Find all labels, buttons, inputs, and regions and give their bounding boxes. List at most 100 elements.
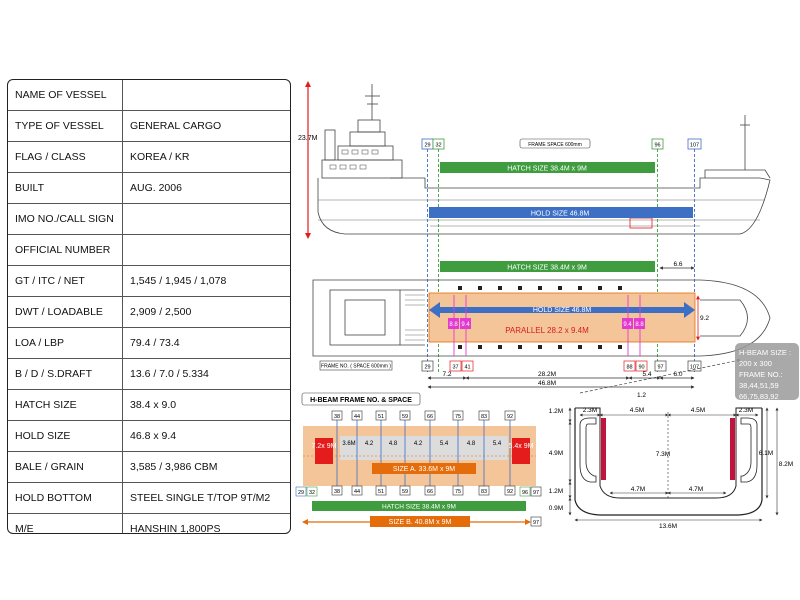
spec-label: GT / ITC / NET xyxy=(8,265,123,297)
spec-label: M/E xyxy=(8,513,123,533)
hbeam-frame-66-bottom: 66 xyxy=(427,489,433,495)
hbeam-frame-97-right: 97 xyxy=(533,490,539,496)
hbeam-frame-59: 59 xyxy=(402,414,408,420)
profile-frame-markers: 29 32 96 107 xyxy=(421,138,702,150)
hbeam-title-box xyxy=(301,392,421,406)
hbeam-frame-bottom: 38 44 51 59 66 75 83 92 xyxy=(331,485,516,496)
hbeam-hatch-area xyxy=(340,436,508,460)
plan-frame-markers: 29 37 41 88 90 97 107 xyxy=(421,360,702,372)
plan-parallel-label: PARALLEL 28.2 x 9.4M xyxy=(505,326,589,335)
midship-section: 1.2 2.3M 4.5M 4.5M 2.3M xyxy=(549,358,793,530)
plan-side-boxes: 8.8 9.4 9.4 8.8 xyxy=(448,295,645,356)
aft-box xyxy=(315,438,333,464)
plan-hatch-label: HATCH SIZE 38.4M x 9M xyxy=(507,265,587,272)
spec-value: STEEL SINGLE T/TOP 9T/M2 xyxy=(122,482,290,514)
height-3: 1.2M xyxy=(549,488,563,495)
hbeam-frame-top: 38 44 51 59 66 75 83 92 xyxy=(331,410,516,421)
size-b-bar xyxy=(370,516,470,527)
hbeam-title: H-BEAM FRAME NO. & SPACE xyxy=(310,397,412,404)
plan-aft-dim: 6.6 xyxy=(673,261,682,268)
spec-value: 79.4 / 73.4 xyxy=(122,327,290,359)
space-7: 5.4 xyxy=(493,441,502,447)
fwd-box xyxy=(512,438,530,464)
spec-label: OFFICIAL NUMBER xyxy=(8,234,123,266)
profile-frame-107: 107 xyxy=(690,143,699,149)
hbeam-frame-44-bottom: 44 xyxy=(354,489,360,495)
hbeam-frame-32: 32 xyxy=(309,490,315,496)
spec-value xyxy=(122,203,290,235)
spec-row: OFFICIAL NUMBER xyxy=(8,234,290,266)
dim-top-1: 2.3M xyxy=(583,407,597,414)
plan-hold-label: HOLD SIZE 46.8M xyxy=(533,307,592,314)
spec-value: AUG. 2006 xyxy=(122,172,290,204)
callout-leader xyxy=(579,358,741,394)
hbeam-end-frames: 29 32 96 97 xyxy=(295,486,542,497)
spec-label: FLAG / CLASS xyxy=(8,141,123,173)
spec-label: TYPE OF VESSEL xyxy=(8,110,123,142)
profile-frame-29: 29 xyxy=(424,143,430,149)
profile-hatch-bar xyxy=(440,162,655,173)
frame-space-box xyxy=(519,138,591,149)
spec-value: HANSHIN 1,800PS xyxy=(130,523,221,534)
callout-line-3: FRAME NO.: xyxy=(739,370,783,379)
hbeam-frame-38: 38 xyxy=(334,414,340,420)
spec-label: HOLD SIZE xyxy=(8,420,123,452)
dim-fwd: 5.4 xyxy=(642,371,651,378)
spec-label: BUILT xyxy=(8,172,123,204)
height-4: 0.9M xyxy=(549,505,563,512)
hbeam-hatch-bar xyxy=(312,501,526,511)
plan-frame-37: 37 xyxy=(452,365,458,371)
section-dims: 2.3M 4.5M 4.5M 2.3M 1.2M 4.9M 1.2M 0.9M … xyxy=(549,407,793,530)
hbeam-frame-75-bottom: 75 xyxy=(455,489,461,495)
spec-row: NAME OF VESSEL xyxy=(8,80,290,111)
dim-total: 46.8M xyxy=(538,380,556,387)
dim-end: 6.0 xyxy=(673,371,682,378)
space-6: 4.8 xyxy=(467,441,476,447)
hbeam-frame-83: 83 xyxy=(481,414,487,420)
height-label: 23.7M xyxy=(298,135,318,142)
profile-hold-label: HOLD SIZE 46.8M xyxy=(531,211,590,218)
section-deck xyxy=(575,407,762,413)
frame-no-label: FRAME NO. ( SPACE 600mm ) xyxy=(321,364,391,370)
height-1: 1.2M xyxy=(549,408,563,415)
dim-top-4: 2.3M xyxy=(739,407,753,414)
space-4: 4.2 xyxy=(414,441,423,447)
plan-frame-107: 107 xyxy=(690,365,699,371)
hbeam-frame-83-bottom: 83 xyxy=(481,489,487,495)
profile-hatch-label: HATCH SIZE 38.4M x 9M xyxy=(507,166,587,173)
spec-value: 2,909 / 2,500 xyxy=(122,296,290,328)
hbeam-frame-75: 75 xyxy=(455,414,461,420)
inner-height: 7.3M xyxy=(656,451,670,458)
beam-label: 9.2 xyxy=(700,315,709,322)
callout-line-2: 200 x 300 xyxy=(739,359,772,368)
section-right-wing xyxy=(740,417,758,483)
hbeam-beam-lines xyxy=(336,420,511,492)
plan-hold-arrow xyxy=(429,302,695,318)
fwd-box-label: 5.4x 9M xyxy=(509,443,534,450)
hbeam-spacings: 3.6M 4.2 4.8 4.2 5.4 4.8 5.4 xyxy=(342,441,502,447)
spec-value: 38.4 x 9.0 xyxy=(122,389,290,421)
size-b-frame: 97 xyxy=(533,520,539,526)
spec-label: LOA / LBP xyxy=(8,327,123,359)
left-h-beam xyxy=(601,418,606,480)
plan-frame-97: 97 xyxy=(657,365,663,371)
height-right-1: 6.1M xyxy=(759,450,773,457)
spec-value xyxy=(122,80,290,111)
spec-row: M/E HANSHIN 1,800PS xyxy=(8,513,290,534)
plan-frame-29: 29 xyxy=(424,365,430,371)
frame-space-label: FRAME SPACE 600mm xyxy=(528,142,582,148)
dim-top-3: 4.5M xyxy=(691,407,705,414)
spec-value: 1,545 / 1,945 / 1,078 xyxy=(122,265,290,297)
spec-label: HOLD BOTTOM xyxy=(8,482,123,514)
height-2: 4.9M xyxy=(549,450,563,457)
spec-value: GENERAL CARGO xyxy=(122,110,290,142)
frame-no-box xyxy=(319,360,393,371)
hbeam-frame-66: 66 xyxy=(427,414,433,420)
callout-line-5: 66,75,83,92 xyxy=(739,392,779,401)
